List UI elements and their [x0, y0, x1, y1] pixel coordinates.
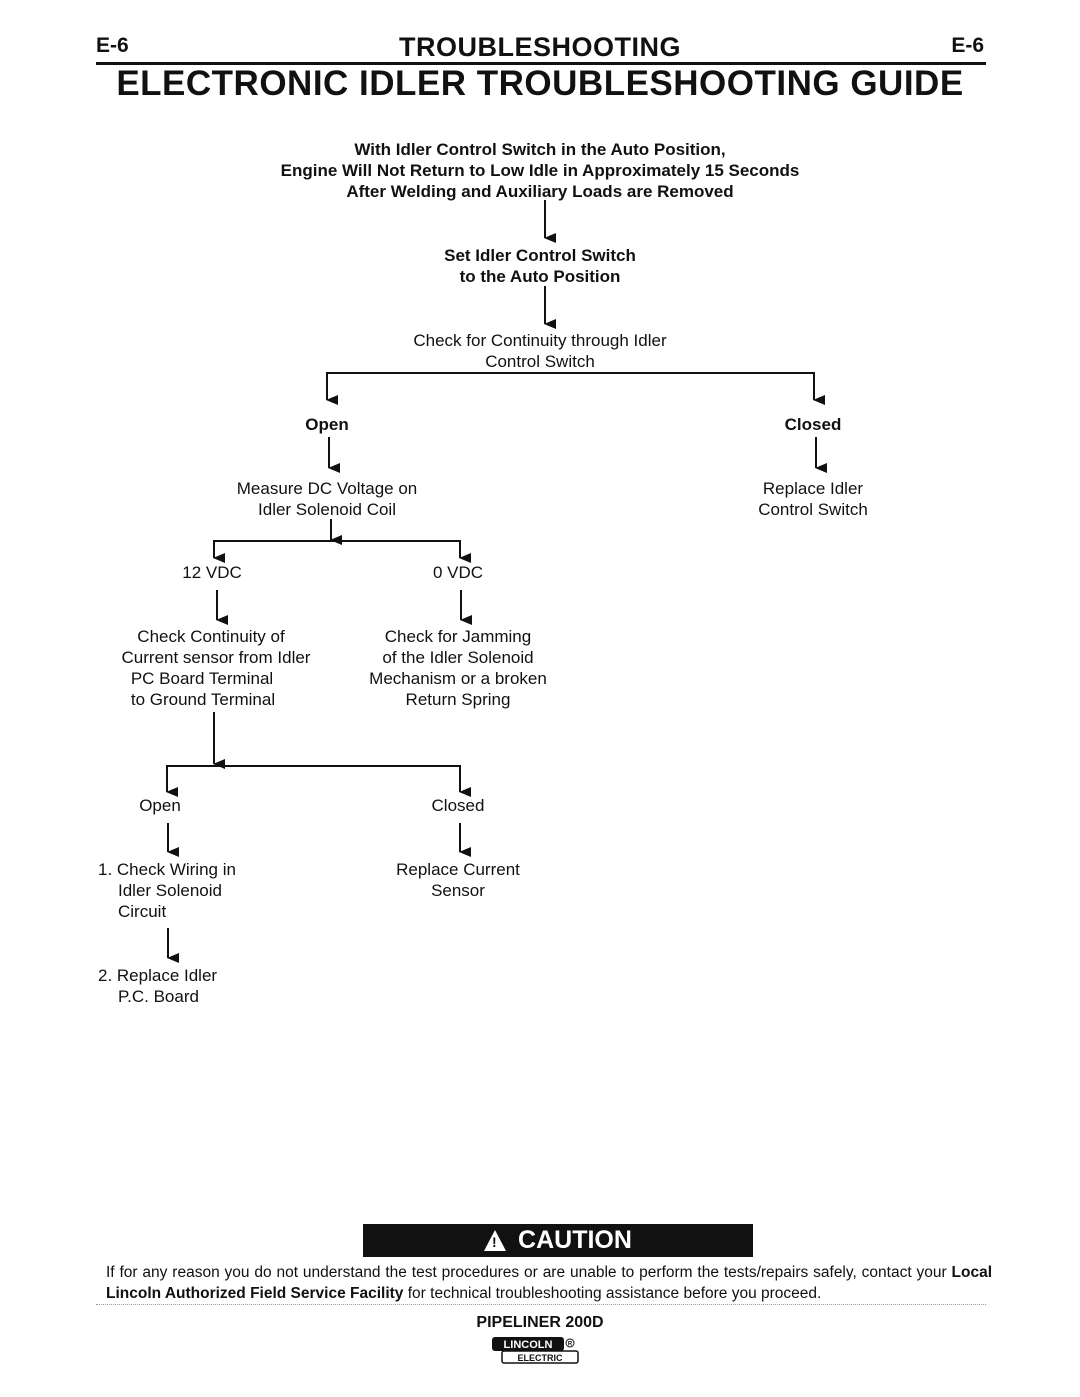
- footer-divider: [96, 1304, 986, 1305]
- replace-switch-line-1: Replace Idler: [762, 479, 864, 498]
- step2-line-2: Control Switch: [485, 352, 595, 371]
- check-jamming-line-4: Return Spring: [405, 690, 511, 709]
- check-wiring-line-1: 1. Check Wiring in: [98, 860, 236, 879]
- replace-switch-line-2: Control Switch: [758, 500, 868, 519]
- check-wiring-line-3: Circuit: [118, 902, 167, 921]
- model-name: PIPELINER 200D: [476, 1314, 604, 1331]
- flowchart-connectors: [166, 200, 827, 963]
- svg-text:LINCOLN: LINCOLN: [504, 1339, 553, 1351]
- lincoln-electric-logo: LINCOLN R ELECTRIC: [492, 1337, 579, 1364]
- problem-line-1: With Idler Control Switch in the Auto Po…: [354, 140, 726, 159]
- step2-line-1: Check for Continuity through Idler: [413, 331, 667, 350]
- voltage-12-label: 12 VDC: [182, 563, 242, 582]
- caution-label: CAUTION: [518, 1226, 632, 1254]
- voltage-0-label: 0 VDC: [432, 563, 484, 582]
- header-rule: [96, 62, 986, 65]
- page-title: ELECTRONIC IDLER TROUBLESHOOTING GUIDE: [116, 64, 964, 103]
- caution-text-after: for technical troubleshooting assistance…: [403, 1285, 822, 1302]
- caution-banner: CAUTION: [363, 1224, 753, 1257]
- measure-line-1: Measure DC Voltage on: [236, 479, 418, 498]
- replace-board-line-1: 2. Replace Idler: [98, 966, 218, 985]
- check-jamming-line-2: of the Idler Solenoid: [382, 648, 534, 667]
- caution-text-bold: Local Lincoln Authorized Field Service F…: [106, 1264, 992, 1302]
- replace-sensor-line-2: Sensor: [431, 881, 485, 900]
- problem-line-3: After Welding and Auxiliary Loads are Re…: [346, 182, 734, 201]
- check-wiring-line-2: Idler Solenoid: [118, 881, 222, 900]
- caution-notice: If for any reason you do not understand …: [106, 1262, 992, 1304]
- page-code-left: E-6: [96, 34, 129, 57]
- replace-sensor-line-1: Replace Current: [396, 860, 520, 879]
- check-jamming-line-1: Check for Jamming: [384, 627, 532, 646]
- page-code-right: E-6: [951, 34, 984, 57]
- svg-text:ELECTRIC: ELECTRIC: [518, 1353, 564, 1363]
- warning-triangle-icon: [484, 1230, 507, 1251]
- section-title: TROUBLESHOOTING: [399, 32, 681, 62]
- svg-text:R: R: [568, 1342, 573, 1348]
- step1-line-1: Set Idler Control Switch: [444, 246, 636, 265]
- branch-open-label: Open: [305, 415, 349, 434]
- closed2-label: Closed: [431, 796, 485, 815]
- caution-text-before: If for any reason you do not understand …: [106, 1264, 952, 1281]
- check-continuity-line-3: PC Board Terminal: [130, 669, 274, 688]
- check-continuity-line-1: Check Continuity of: [137, 627, 285, 646]
- step1-line-2: to the Auto Position: [459, 267, 621, 286]
- problem-line-2: Engine Will Not Return to Low Idle in Ap…: [280, 161, 800, 180]
- branch-closed-label: Closed: [784, 415, 842, 434]
- check-jamming-line-3: Mechanism or a broken: [369, 669, 547, 688]
- measure-line-2: Idler Solenoid Coil: [258, 500, 396, 519]
- check-continuity-line-2: Current sensor from Idler: [121, 648, 311, 667]
- check-continuity-line-4: to Ground Terminal: [130, 690, 276, 709]
- replace-board-line-2: P.C. Board: [118, 987, 199, 1006]
- open2-label: Open: [139, 796, 181, 815]
